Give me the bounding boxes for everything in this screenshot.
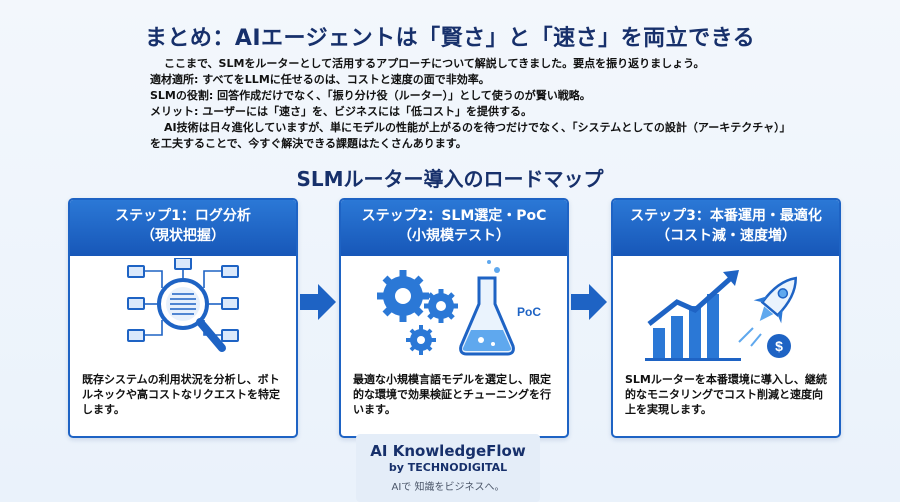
intro-text: ここまで、SLMをルーターとして活用するアプローチについて解説してきました。要点…: [150, 56, 790, 152]
step-2-title: ステップ2：SLM選定・PoC: [361, 208, 547, 224]
intro-point-3: メリット: ユーザーには「速さ」を、ビジネスには「低コスト」を提供する。: [150, 105, 533, 118]
intro-point-2: SLMの役割: 回答作成だけでなく、「振り分け役（ルーター）」として使うのが賢い…: [150, 89, 591, 102]
arrow-right-icon-2: [571, 284, 607, 320]
step-2-subtitle: （小規模テスト）: [398, 228, 510, 244]
page-title: まとめ：AIエージェントは「賢さ」と「速さ」を両立できる: [144, 26, 756, 51]
poc-label: PoC: [517, 305, 541, 319]
brand-tagline: AIで 知識をビジネスへ。: [391, 482, 505, 493]
step-1-description: 既存システムの利用状況を分析し、ボトルネックや高コストなリクエストを特定します。: [82, 373, 280, 416]
intro-lead: ここまで、SLMをルーターとして活用するアプローチについて解説してきました。要点…: [164, 57, 705, 70]
gears-flask-icon: PoC: [377, 260, 541, 356]
intro-point-1: 適材適所: すべてをLLMに任せるのは、コストと速度の面で非効率。: [150, 73, 490, 86]
svg-text:$: $: [775, 338, 783, 354]
arrow-right-icon: [300, 284, 336, 320]
step-2-header: ステップ2：SLM選定・PoC （小規模テスト）: [341, 200, 567, 256]
step-1-title: ステップ1：ログ分析: [115, 208, 251, 224]
brand-name: AI KnowledgeFlow: [370, 442, 526, 460]
step-3-title: ステップ3：本番運用・最適化: [630, 208, 822, 224]
step-1-header: ステップ1：ログ分析 （現状把握）: [70, 200, 296, 256]
intro-closing: AI技術は日々進化していますが、単にモデルの性能が上がるのを待つだけでなく、「シ…: [150, 121, 786, 150]
step-card-3: ステップ3：本番運用・最適化 （コスト減・速度増） $ SLMルーターを本番環境…: [611, 198, 841, 438]
step-card-2: ステップ2：SLM選定・PoC （小規模テスト）: [339, 198, 569, 438]
step-3-header: ステップ3：本番運用・最適化 （コスト減・速度増）: [613, 200, 839, 256]
magnifier-network-icon: [127, 258, 239, 352]
brand-box: AI KnowledgeFlow by TECHNODIGITAL AIで 知識…: [356, 434, 540, 502]
roadmap-title: SLMルーター導入のロードマップ: [296, 167, 604, 191]
step-3-subtitle: （コスト減・速度増）: [656, 228, 796, 244]
brand-by: by TECHNODIGITAL: [388, 461, 508, 474]
step-1-subtitle: （現状把握）: [141, 228, 225, 244]
step-2-description: 最適な小規模言語モデルを選定し、限定的な環境で効果検証とチューニングを行います。: [353, 373, 551, 416]
step-card-1: ステップ1：ログ分析 （現状把握） 既存システムの利用状況を分析し、ボトルネック…: [68, 198, 298, 438]
step-3-description: SLMルーターを本番環境に導入し、継続的なモニタリングでコスト削減と速度向上を実…: [625, 373, 827, 416]
growth-rocket-icon: $: [645, 270, 797, 361]
